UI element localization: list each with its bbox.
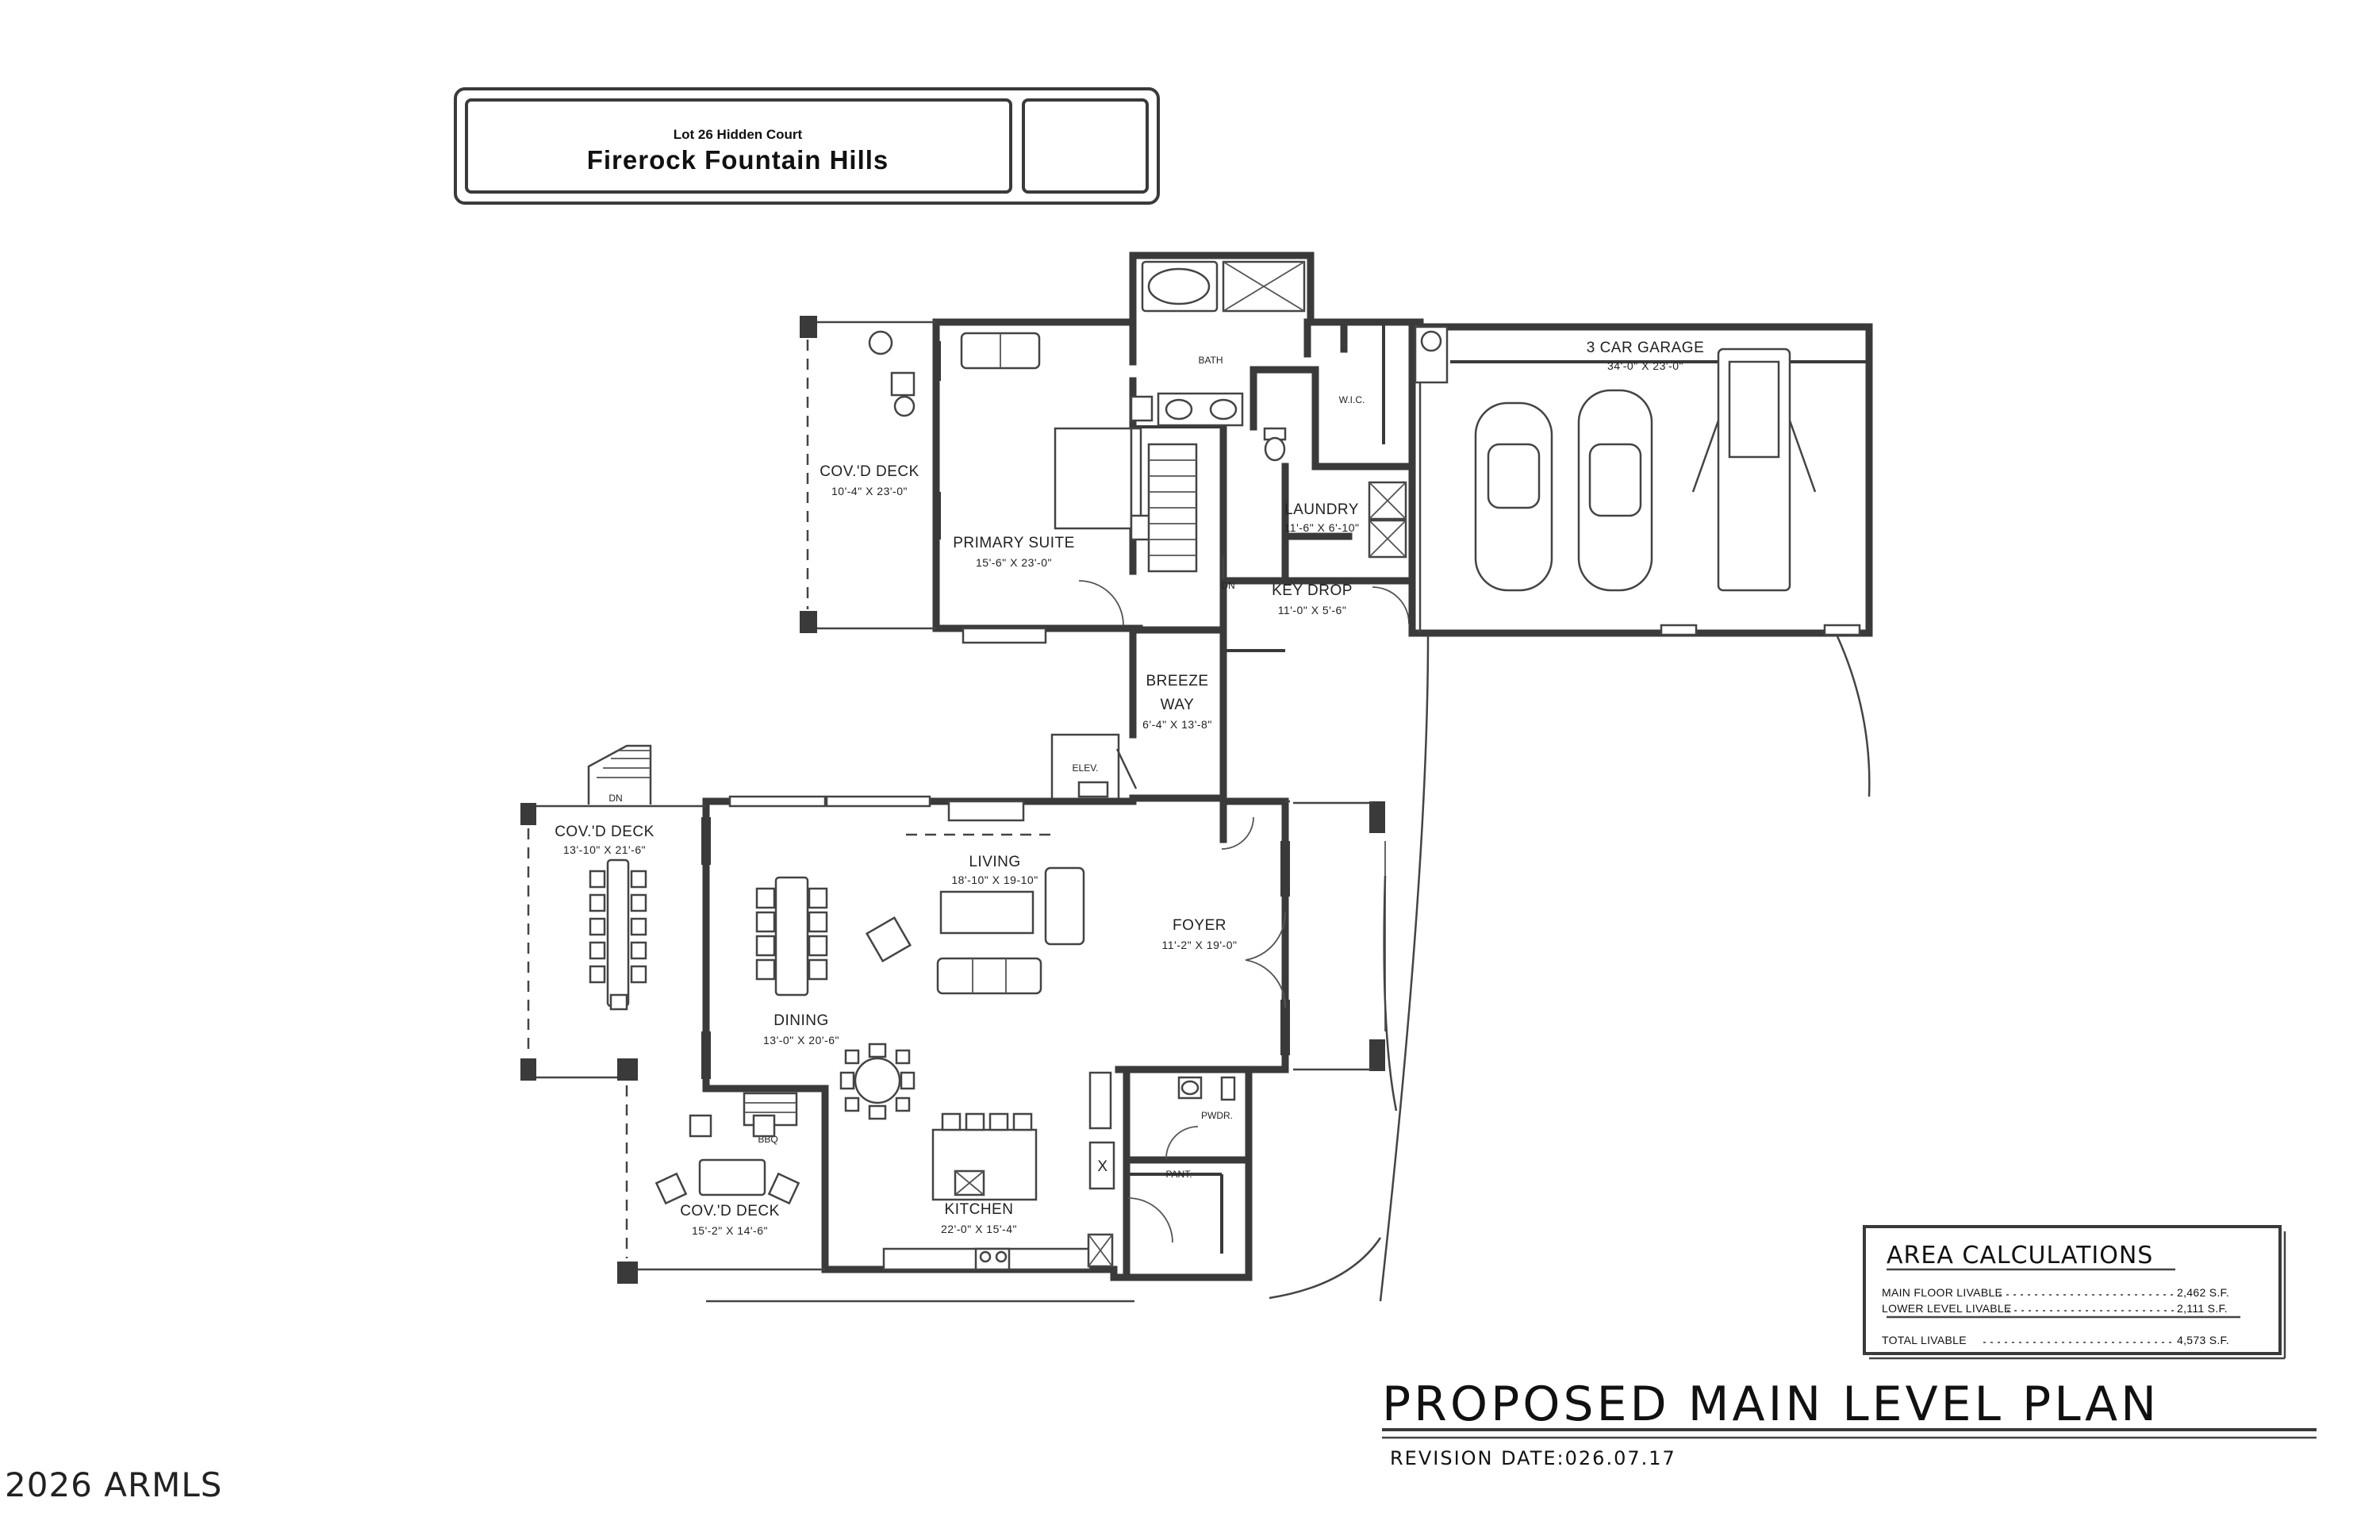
- garage: [1379, 318, 1873, 1302]
- area-row-1-label: MAIN FLOOR LIVABLE: [1882, 1286, 2002, 1299]
- area-row-2-value: 2,111 S.F.: [2177, 1302, 2228, 1315]
- area-heading: AREA CALCULATIONS: [1887, 1242, 2153, 1269]
- area-row-3-label: TOTAL LIVABLE: [1882, 1334, 1967, 1346]
- dining-dim: 13'-0" X 20'-6": [763, 1034, 839, 1047]
- title-project: Firerock Fountain Hills: [587, 145, 889, 175]
- wic-label: W.I.C.: [1339, 394, 1365, 405]
- plan-title-block: PROPOSED MAIN LEVEL PLAN REVISION DATE:0…: [1382, 1377, 2317, 1469]
- plan-title: PROPOSED MAIN LEVEL PLAN: [1382, 1377, 2159, 1432]
- laundry-dim: 11'-6" X 6'-10": [1284, 521, 1360, 534]
- covd-deck-dining-label: COV.'D DECK: [555, 824, 654, 840]
- primary-suite-dim: 15'-6" X 23'-0": [976, 556, 1052, 569]
- foyer-dim: 11'-2" X 19'-0": [1162, 939, 1238, 951]
- covd-deck-bbq-label: COV.'D DECK: [680, 1203, 780, 1219]
- key-drop-label: KEY DROP: [1272, 582, 1353, 599]
- title-block: Lot 26 Hidden Court Firerock Fountain Hi…: [454, 87, 1160, 205]
- living-dim: 18'-10" X 19-10": [951, 874, 1038, 886]
- key-drop-dim: 11'-0" X 5'-6": [1278, 604, 1347, 616]
- copyright-watermark: 2026 ARMLS: [5, 1465, 222, 1504]
- area-calculations-box: AREA CALCULATIONS MAIN FLOOR LIVABLE 2,4…: [1863, 1225, 2286, 1360]
- primary-suite-label: PRIMARY SUITE: [953, 535, 1075, 551]
- kitchen-dim: 22'-0" X 15'-4": [941, 1223, 1017, 1235]
- x-mark: X: [1097, 1158, 1107, 1175]
- bath-label: BATH: [1198, 355, 1223, 366]
- pwdr-label: PWDR.: [1201, 1110, 1233, 1121]
- foyer-label: FOYER: [1173, 917, 1226, 934]
- dining-label: DINING: [774, 1012, 829, 1029]
- breezeway-label-2: WAY: [1161, 697, 1195, 713]
- main-block-walls: [701, 794, 1398, 1281]
- breezeway-label-1: BREEZE: [1146, 673, 1208, 689]
- stair-dn-label: DN: [1221, 580, 1234, 591]
- area-row-2-label: LOWER LEVEL LIVABLE: [1882, 1302, 2012, 1315]
- garage-dim: 34'-0" X 23'-0": [1607, 359, 1683, 372]
- garage-label: 3 CAR GARAGE: [1587, 340, 1705, 356]
- title-lot: Lot 26 Hidden Court: [674, 127, 803, 142]
- covd-deck-primary-label: COV.'D DECK: [820, 463, 919, 480]
- area-row-3-value: 4,573 S.F.: [2177, 1334, 2229, 1346]
- living-label: LIVING: [969, 854, 1020, 870]
- area-row-1-value: 2,462 S.F.: [2177, 1286, 2229, 1299]
- laundry-label: LAUNDRY: [1284, 501, 1359, 518]
- breezeway-dim: 6'-4" X 13'-8": [1142, 718, 1212, 731]
- main-block-furniture: [743, 866, 1236, 1271]
- covd-deck-bbq-dim: 15'-2" X 14'-6": [692, 1224, 768, 1237]
- kitchen-label: KITCHEN: [945, 1201, 1014, 1218]
- west-decks: [520, 744, 1382, 1303]
- covd-deck-primary-dim: 10'-4" X 23'-0": [831, 485, 908, 497]
- elev-label: ELEV.: [1073, 762, 1099, 774]
- covd-deck-dining-dim: 13'-10" X 21'-6": [563, 843, 646, 856]
- primary-deck: [800, 316, 936, 633]
- primary-furniture: [960, 260, 1410, 626]
- pant-label: PANT.: [1165, 1169, 1192, 1180]
- revision-date: REVISION DATE:026.07.17: [1390, 1447, 1676, 1469]
- deck-dn-label: DN: [608, 793, 622, 804]
- breezeway: [1050, 624, 1285, 803]
